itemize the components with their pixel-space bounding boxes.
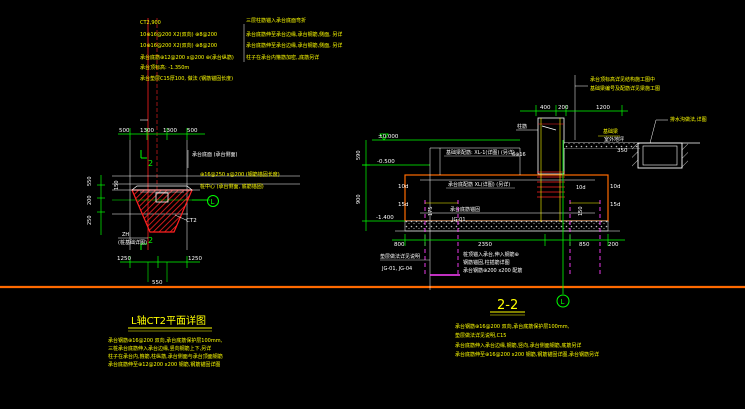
right-bottom-note-4: 钢筋锚固,柱插筋详图 [463, 259, 510, 266]
left-note-3: 承台底筋⊕12@200 x@200 ⊕(承台纵筋) [140, 54, 234, 61]
right-bottom-note-1: 垫层做法详见说明 [380, 253, 420, 260]
left-right-note-0: 三层柱筋锚入承台底面弯折 [246, 17, 306, 24]
right-inner-2: 承台底配筋 XL(详图) (另详) [448, 181, 510, 188]
left-drawing-title: L轴CT2平面详图 [131, 314, 206, 327]
right-level-top: ±0.000 [378, 134, 399, 140]
right-notes-bottom-2: 承台底筋伸入承台边缘,钢筋,竖向,承台侧面钢筋,底筋另详 [455, 342, 581, 349]
right-notes-bottom-3: 承台底筋伸至⊕16@200 x200 钢筋,钢筋锚固详图,承台钢筋另详 [455, 351, 599, 358]
left-bottom-note-1: 三桩承台底筋伸入承台边缘,竖向钢筋上下,另详 [108, 345, 211, 352]
right-inner-1: 基础梁配筋: XL-1(详图) (另详) [446, 149, 515, 156]
left-bottom-note-3: 承台底筋伸至⊕12@200 x200 钢筋,钢筋锚固详图 [108, 361, 220, 368]
right-dim-top-1: 200 [558, 105, 569, 111]
right-dim-left-1: 900 [356, 194, 362, 204]
right-ld-4: 15d [610, 202, 621, 208]
right-inner-4: JG-01 [451, 217, 466, 223]
left-cut-mark-bottom: 2 [148, 236, 153, 245]
right-dim-150: 150 [578, 206, 584, 216]
right-ground-note: 室外地坪 [604, 136, 624, 143]
right-level-mid: -0.500 [377, 159, 395, 165]
right-dim-800: 800 [394, 242, 405, 248]
right-ditch-dim: 350 [617, 148, 628, 154]
left-note-0: CT2,900 [140, 20, 161, 26]
ct2-pile-cap [131, 189, 193, 233]
left-dim-bottom-2: 550 [152, 280, 163, 286]
left-dim-left-1: 150 [114, 180, 120, 190]
right-inner-3: 承台底筋锚固 [450, 206, 480, 213]
right-small-1: 10d [576, 185, 586, 191]
left-pile-note: (桩基础详图) [118, 239, 147, 246]
right-bottom-note-5: 承台钢筋⊕200 x200 配筋 [463, 267, 522, 274]
right-section-title: 2-2 [497, 298, 518, 313]
right-section-view: 承台顶标高详见结构施工图中 基础梁编号及配筋详见梁施工图 400 200 120… [356, 75, 707, 358]
left-cut-mark-top: 2 [148, 159, 153, 168]
left-note-2: 10⊕16@200 X2(双向) ⊕8@200 [140, 42, 217, 49]
left-dim-top-1: 1300 [140, 128, 154, 134]
left-dim-top-2: 1300 [163, 128, 177, 134]
right-top-note-1: 承台顶标高详见结构施工图中 [590, 76, 655, 83]
left-note-1: 10⊕16@200 X2(双向) ⊕8@200 [140, 31, 217, 38]
right-small-2: 6⊕16 [512, 152, 526, 158]
right-axis-label: L [561, 298, 565, 306]
left-pile-label: ZH [122, 232, 129, 238]
stirrups [537, 118, 565, 222]
right-level-bot: -1.400 [376, 215, 394, 221]
right-ld-3: 15d [398, 202, 409, 208]
left-note-5: 承台垫层C15厚100, 做法 (钢筋锚固长度) [140, 75, 233, 82]
right-col-label: 柱筋 [517, 123, 527, 130]
left-bottom-note-2: 柱子在承台内,箍筋,柱纵筋,承台侧面与承台顶面钢筋 [108, 353, 223, 360]
right-dim-left-0: 590 [356, 150, 362, 160]
left-dim-left-2: 200 [87, 195, 93, 205]
left-right-note-3: 柱子在承台内箍筋加密,,底筋另详 [246, 54, 319, 61]
left-dim-bottom-0: 1250 [117, 256, 131, 262]
right-dim-850: 850 [579, 242, 590, 248]
right-ld-1: 10d [398, 184, 409, 190]
left-dim-left-3: 250 [87, 215, 93, 225]
right-dim-top-2: 1200 [596, 105, 610, 111]
left-dim-top-3: 500 [187, 128, 198, 134]
left-ct-label: CT2 [186, 218, 197, 224]
right-notes-bottom-1: 垫层做法详见说明,C15 [455, 332, 506, 339]
left-callout-1: 承台底面 (承台侧面) [192, 151, 238, 158]
right-ld-2: 10d [610, 184, 621, 190]
left-callout-2: ⊕16@250 x@200 (钢筋锚固长度) [200, 171, 280, 178]
left-bottom-note-0: 承台钢筋⊕16@200 双向,承台底筋保护层100mm, [108, 337, 223, 344]
right-bottom-note-2: JG-01, JG-04 [381, 266, 412, 272]
left-dim-top-0: 500 [119, 128, 130, 134]
left-dim-left-0: 550 [87, 176, 93, 186]
left-right-note-1: 承台底筋伸至承台边缘,承台钢筋,侧面, 另详 [246, 31, 342, 38]
left-note-4: 承台顶标高: -1.350m [140, 64, 189, 71]
left-right-note-2: 承台底筋伸至承台边缘,承台钢筋,侧面, 另详 [246, 42, 342, 49]
left-plan-view: CT2,900 10⊕16@200 X2(双向) ⊕8@200 10⊕16@20… [87, 17, 342, 368]
left-axis-label: L [211, 198, 215, 206]
right-notes-bottom-0: 承台钢筋⊕16@200 双向,承台底筋保护层100mm, [455, 323, 570, 330]
right-top-note-2: 基础梁编号及配筋详见梁施工图 [590, 85, 660, 92]
right-ditch-note: 排水沟做法,详图 [670, 116, 707, 123]
left-callout-3: 桩中心 (承台侧面, 底筋锚固) [200, 183, 264, 190]
drainage-ditch [632, 119, 700, 169]
left-dim-bottom-1: 1250 [188, 256, 202, 262]
left-axis-bubble [207, 195, 219, 207]
right-dim-175: 175 [428, 206, 434, 216]
right-axis-bubble [556, 294, 570, 308]
right-dim-2350: 2350 [478, 242, 492, 248]
right-dim-top-0: 400 [540, 105, 551, 111]
right-beam-label: 基础梁 [603, 128, 618, 135]
right-bottom-note-3: 桩顶锚入承台,伸入钢筋⊕ [463, 251, 519, 258]
right-dim-200: 200 [608, 242, 619, 248]
